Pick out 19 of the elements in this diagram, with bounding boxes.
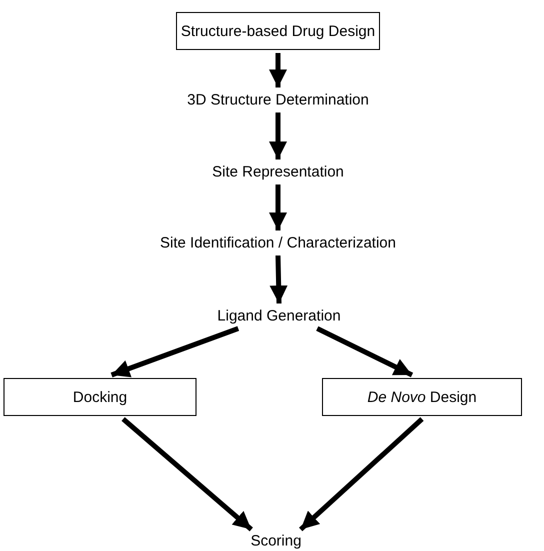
arrow [269,53,287,88]
arrow [316,326,414,378]
process-box [322,378,522,416]
arrow [269,112,287,160]
step-label: Site Identification / Characterization [158,234,398,252]
arrow [299,417,424,532]
box-label: Docking [72,388,128,406]
process-box [176,12,380,50]
arrow [269,184,287,230]
step-label: 3D Structure Determination [185,90,371,110]
step-label: Site Representation [210,162,346,182]
box-label: De Novo Design [367,388,477,406]
arrow [122,417,253,532]
arrow [110,326,240,378]
box-label: Structure-based Drug Design [180,22,376,40]
arrow [270,255,288,304]
process-box [4,378,196,416]
step-label: Ligand Generation [215,306,343,326]
step-label: Scoring [248,532,304,550]
